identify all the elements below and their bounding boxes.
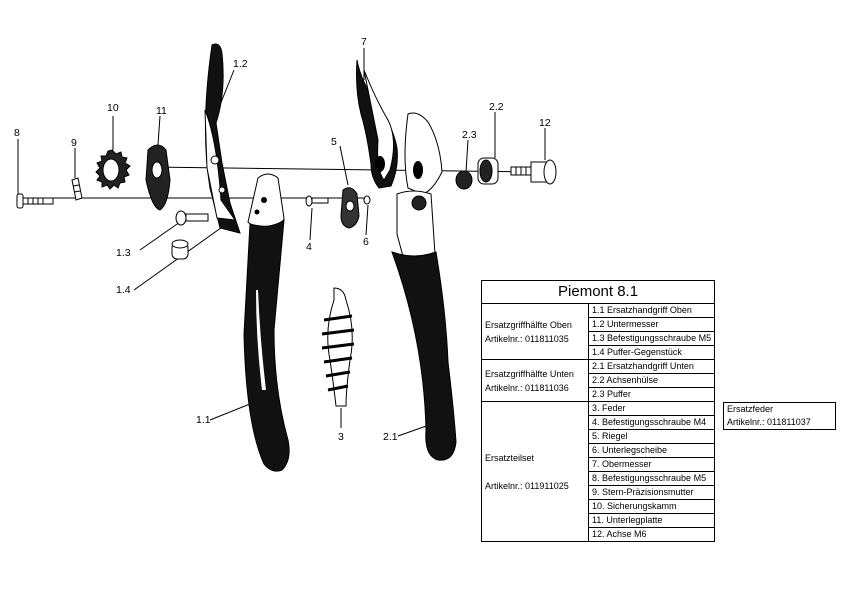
part-9-nut	[71, 177, 83, 201]
group-name: Ersatzteilset	[485, 452, 535, 463]
part-11-plate	[145, 144, 171, 211]
part-item: 10. Sicherungskamm	[587, 499, 716, 514]
extra-article: Artikelnr.: 011811037	[727, 417, 811, 427]
callout-6: 6	[363, 236, 369, 248]
callout-9: 9	[71, 137, 77, 149]
part-1-2-lower-blade	[204, 43, 241, 234]
part-1-1-upper-handle	[243, 173, 290, 472]
table-title: Piemont 8.1	[480, 280, 716, 304]
part-item: 11. Unterlegplatte	[587, 513, 716, 528]
callout-1-3: 1.3	[116, 247, 131, 259]
part-1-4-buffer-counterpart	[171, 239, 189, 260]
part-item: 2.2 Achsenhülse	[587, 373, 716, 388]
part-item: 12. Achse M6	[587, 527, 716, 542]
part-2-2-axle-sleeve	[477, 157, 499, 185]
part-item: 5. Riegel	[587, 429, 716, 444]
part-item: 2.3 Puffer	[587, 387, 716, 402]
part-item: 1.2 Untermesser	[587, 317, 716, 332]
part-10-gear	[95, 149, 131, 190]
part-item: 7. Obermesser	[587, 457, 716, 472]
callout-4: 4	[306, 241, 312, 253]
group-oben: Ersatzgriffhälfte Oben Artikelnr.: 01181…	[481, 303, 589, 360]
group-name: Ersatzgriffhälfte Oben	[485, 319, 572, 330]
extra-name: Ersatzfeder	[727, 404, 774, 414]
part-5-latch	[340, 187, 360, 229]
part-item: 6. Unterlegscheibe	[587, 443, 716, 458]
callout-8: 8	[14, 127, 20, 139]
part-8-screw	[16, 193, 54, 209]
callout-3: 3	[338, 431, 344, 443]
callout-11: 11	[156, 105, 167, 117]
part-4-screw	[305, 195, 329, 207]
part-item: 1.1 Ersatzhandgriff Oben	[587, 303, 716, 318]
part-2-1-lower-handle	[391, 112, 457, 461]
callout-5: 5	[331, 136, 337, 148]
group-unten: Ersatzgriffhälfte Unten Artikelnr.: 0118…	[481, 359, 589, 402]
part-6-washer	[363, 195, 371, 205]
callout-1-4: 1.4	[116, 284, 131, 296]
group-article: Artikelnr.: 011811035	[485, 333, 569, 344]
callout-12: 12	[539, 117, 551, 129]
group-name: Ersatzgriffhälfte Unten	[485, 368, 574, 379]
part-2-3-buffer	[455, 170, 473, 190]
part-item: 3. Feder	[587, 401, 716, 416]
callout-1-2: 1.2	[233, 58, 248, 70]
part-item: 1.4 Puffer-Gegenstück	[587, 345, 716, 360]
callout-2-3: 2.3	[462, 129, 477, 141]
spring-extra-box: Ersatzfeder Artikelnr.: 011811037	[723, 402, 836, 430]
group-article: Artikelnr.: 011811036	[485, 382, 569, 393]
part-3-spring	[321, 287, 355, 407]
callout-7: 7	[361, 36, 367, 48]
part-item: 9. Stern-Präzisionsmutter	[587, 485, 716, 500]
part-1-3-screw	[175, 210, 209, 226]
parts-table: Piemont 8.1 Ersatzgriffhälfte Oben Artik…	[480, 280, 716, 542]
group-ersatzteilset: Ersatzteilset Artikelnr.: 011911025	[481, 401, 589, 542]
part-item: 8. Befestigungsschraube M5	[587, 471, 716, 486]
part-item: 2.1 Ersatzhandgriff Unten	[587, 359, 716, 374]
callout-2-2: 2.2	[489, 101, 504, 113]
group-article: Artikelnr.: 011911025	[485, 480, 569, 491]
callout-10: 10	[107, 102, 119, 114]
part-12-axle	[510, 159, 557, 185]
callout-2-1: 2.1	[383, 431, 398, 443]
part-item: 4. Befestigungsschraube M4	[587, 415, 716, 430]
part-7-upper-blade	[356, 59, 398, 189]
callout-1-1: 1.1	[196, 414, 211, 426]
part-item: 1.3 Befestigungsschraube M5	[587, 331, 716, 346]
